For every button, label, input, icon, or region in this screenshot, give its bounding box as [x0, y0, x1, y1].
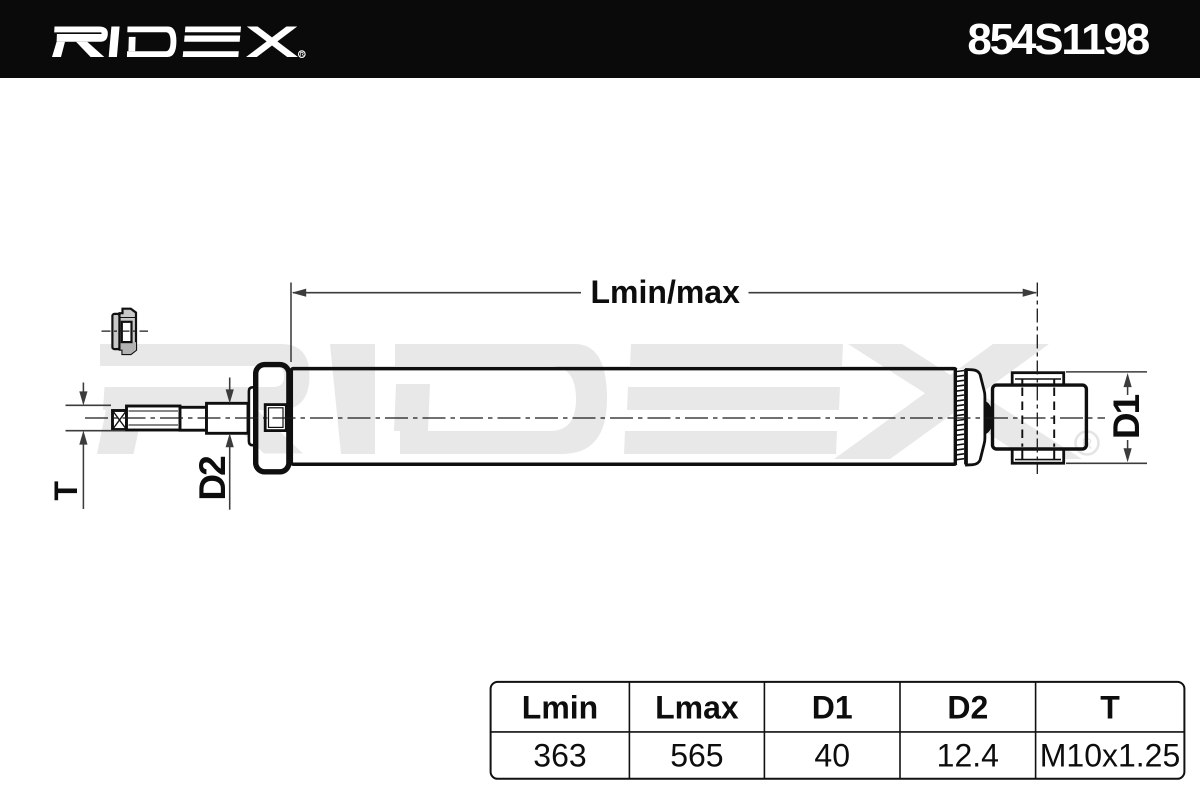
- svg-text:854S1198: 854S1198: [967, 15, 1149, 64]
- svg-text:Lmax: Lmax: [655, 689, 739, 725]
- svg-text:D2: D2: [947, 689, 988, 725]
- svg-text:363: 363: [533, 738, 586, 774]
- svg-text:Lmin/max: Lmin/max: [591, 274, 741, 310]
- svg-text:40: 40: [814, 738, 850, 774]
- svg-text:12.4: 12.4: [937, 738, 999, 774]
- svg-text:D1: D1: [1106, 394, 1147, 439]
- svg-text:T: T: [1100, 689, 1120, 725]
- svg-text:Lmin: Lmin: [522, 689, 598, 725]
- svg-text:565: 565: [670, 738, 723, 774]
- svg-text:D1: D1: [812, 689, 853, 725]
- svg-text:D2: D2: [192, 456, 233, 501]
- svg-text:T: T: [48, 481, 84, 501]
- svg-text:M10x1.25: M10x1.25: [1040, 738, 1181, 774]
